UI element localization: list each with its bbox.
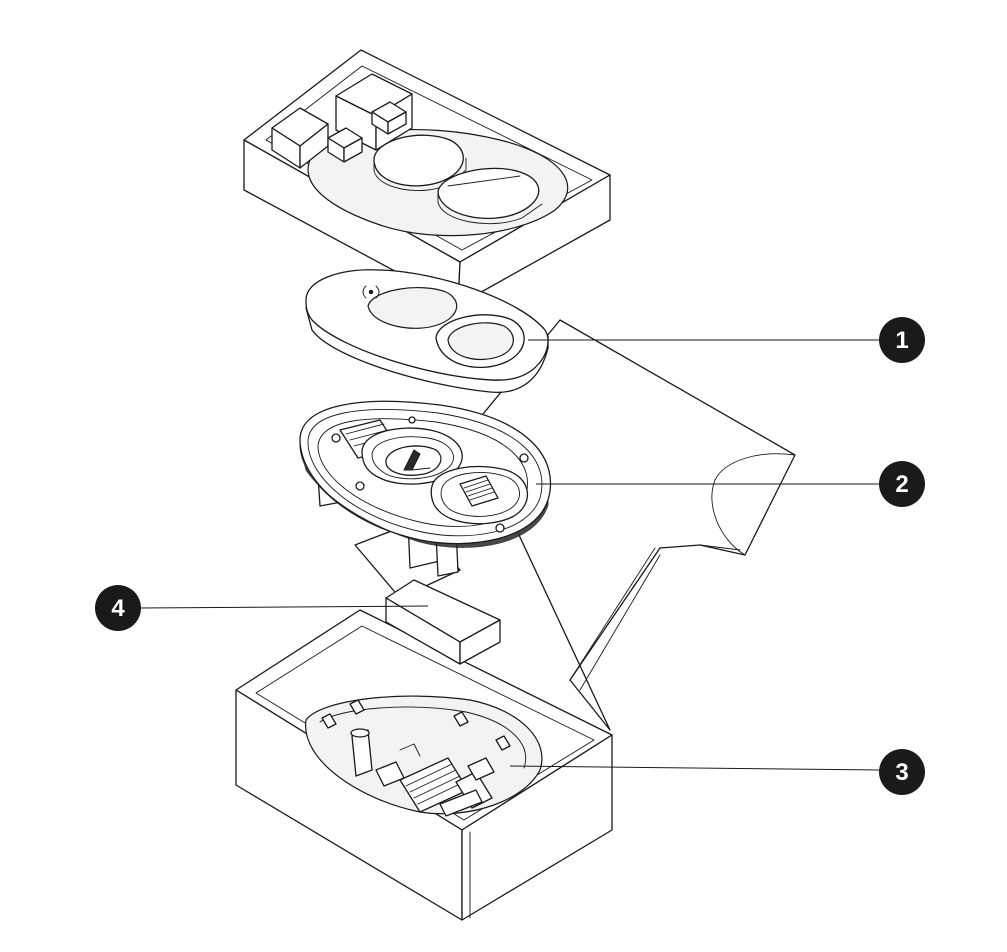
callout-3: 3 bbox=[879, 749, 925, 795]
packaging-top-tray bbox=[243, 49, 611, 306]
charger-inner-assembly bbox=[299, 400, 552, 577]
callout-2-number: 2 bbox=[895, 471, 908, 498]
leader-line-4 bbox=[139, 605, 429, 609]
shipping-box bbox=[235, 319, 796, 921]
charger-base-in-box bbox=[305, 695, 543, 817]
accessory-box bbox=[385, 579, 501, 665]
callout-1: 1 bbox=[879, 317, 925, 363]
callout-3-number: 3 bbox=[895, 759, 908, 786]
callout-4: 4 bbox=[95, 585, 141, 631]
callout-2: 2 bbox=[879, 461, 925, 507]
callout-1-number: 1 bbox=[895, 327, 908, 354]
callout-4-number: 4 bbox=[111, 595, 125, 622]
leader-line-3 bbox=[509, 765, 881, 771]
charger-top-cover bbox=[305, 269, 549, 394]
